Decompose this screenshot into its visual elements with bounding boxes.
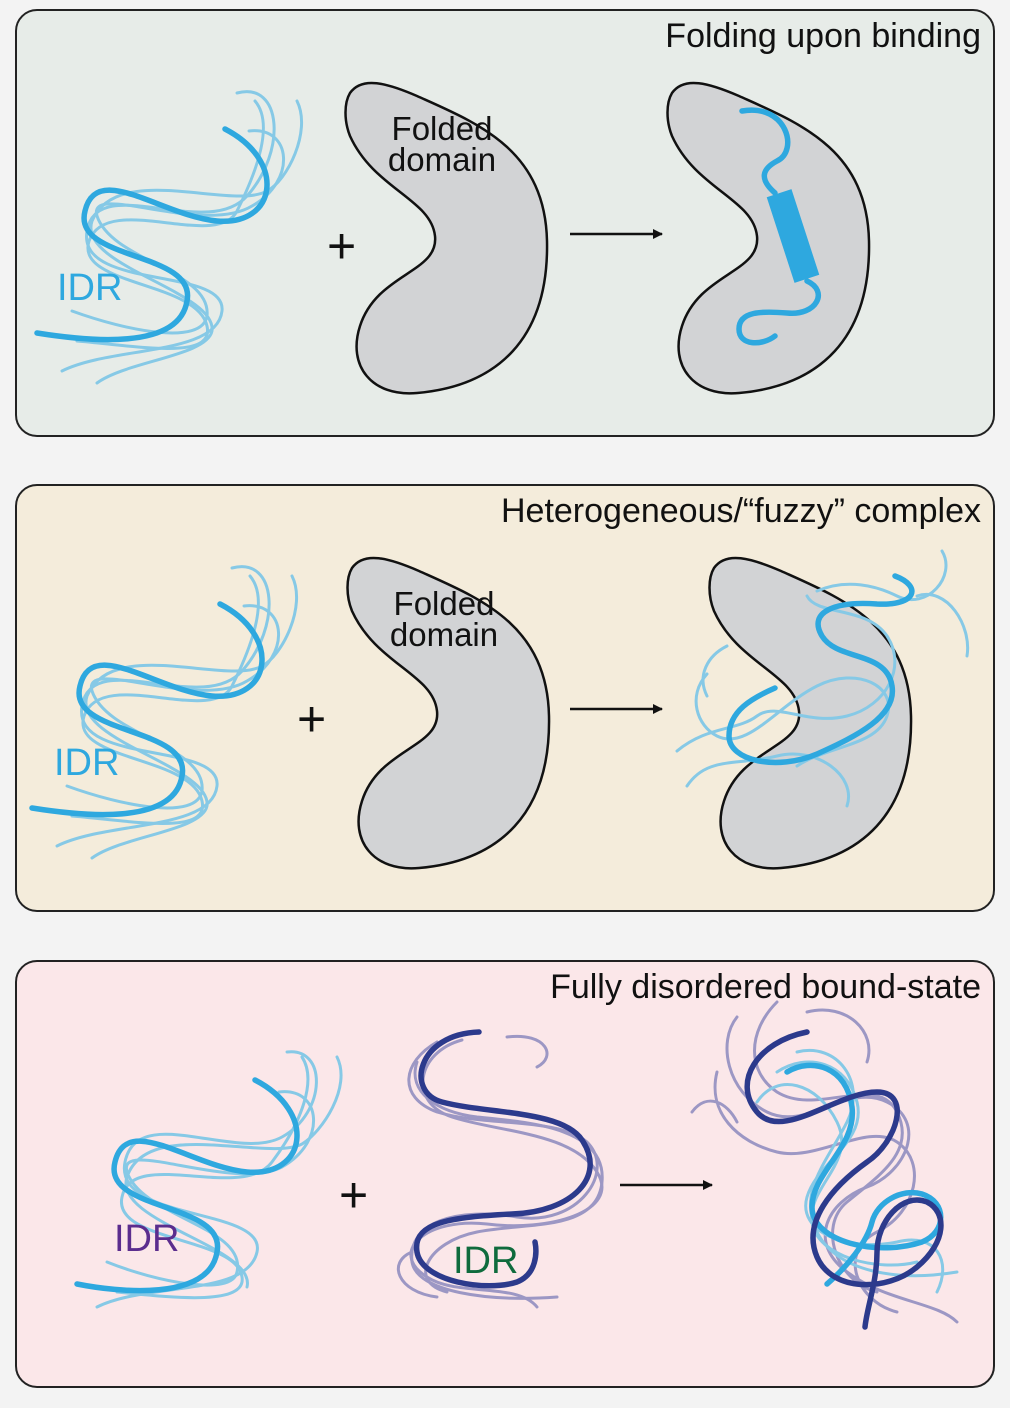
folded-domain-shape [344, 81, 549, 395]
idr-label-green: IDR [453, 1240, 519, 1282]
bound-idr-chain [726, 573, 915, 766]
folded-domain-bound [666, 81, 871, 395]
panel-fully-disordered: + Fully disordered bound-state IDR ID [15, 960, 995, 1388]
idr-conformers-light [95, 1050, 343, 1309]
folded-domain-bound [708, 556, 913, 870]
folded-domain-label-line2: domain [389, 616, 499, 653]
panel-folding-upon-binding: + Folding upon binding IDR Folded domain [15, 9, 995, 437]
plus-sign: + [339, 1167, 368, 1223]
idr-label: IDR [54, 742, 120, 784]
panel-title: Fully disordered bound-state [550, 968, 981, 1006]
folded-domain-label-line1: Folded [393, 585, 495, 622]
panel-title: Folding upon binding [665, 17, 981, 55]
complex-idr-light [784, 1062, 944, 1287]
idr-chain [29, 601, 265, 818]
plus-sign: + [297, 691, 326, 747]
idr-chain [34, 126, 270, 343]
panel2-drawing: + [29, 549, 970, 870]
idr-label: IDR [57, 267, 123, 309]
panel3-drawing: + [74, 1000, 959, 1330]
bound-idr-coil-top [739, 107, 791, 196]
folded-domain-label: Folded domain [372, 110, 512, 178]
bound-idr-coil-bottom [736, 278, 821, 346]
panel-fuzzy-complex: + Heterogeneous/“fuzzy” complex IDR Fold… [15, 484, 995, 912]
alpha-helix [766, 189, 820, 283]
folded-domain-shape [346, 556, 551, 870]
idr-chain-dark [413, 1029, 593, 1289]
folded-domain-label-line2: domain [387, 141, 497, 178]
bound-idr-conformers [675, 549, 970, 808]
panel1-drawing: + [34, 81, 871, 395]
idr-conformers-dark [396, 1034, 604, 1309]
idr-chain-light [74, 1077, 300, 1294]
idr-label-purple: IDR [114, 1218, 180, 1260]
panel-title: Heterogeneous/“fuzzy” complex [500, 492, 981, 530]
complex-idr-dark [744, 1029, 944, 1330]
folded-domain-label: Folded domain [374, 585, 514, 653]
folded-domain-label-line1: Folded [391, 110, 493, 147]
plus-sign: + [327, 218, 356, 274]
